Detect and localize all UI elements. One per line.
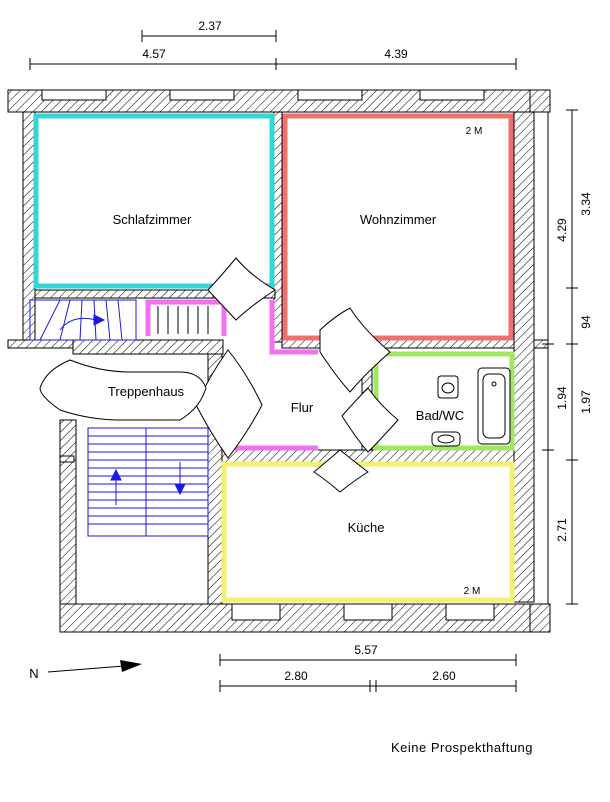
dim-right-outer-3: 1.97 bbox=[579, 390, 593, 414]
room-label-kueche: Küche bbox=[348, 520, 385, 535]
dimension-lines bbox=[29, 30, 578, 692]
marker-wohnzimmer: 2 M bbox=[466, 126, 483, 137]
room-label-bad: Bad/WC bbox=[416, 408, 464, 423]
stair-arrows bbox=[59, 314, 186, 505]
staircase bbox=[29, 299, 209, 537]
wohnzimmer-outline bbox=[282, 113, 514, 341]
dim-top-partial: 2.37 bbox=[198, 19, 222, 33]
dim-right-inner-1: 4.29 bbox=[555, 218, 569, 242]
north-label: N bbox=[29, 666, 38, 681]
washbasin-icon bbox=[437, 375, 459, 399]
room-label-schlafzimmer: Schlafzimmer bbox=[113, 212, 192, 227]
room-label-flur: Flur bbox=[291, 400, 314, 415]
schlafzimmer-outline bbox=[33, 113, 275, 289]
bathtub-icon bbox=[477, 367, 511, 445]
dim-bottom-right: 2.60 bbox=[432, 669, 456, 683]
dim-right-inner-3: 2.71 bbox=[555, 518, 569, 542]
dim-bottom-left: 2.80 bbox=[284, 669, 308, 683]
outer-walls bbox=[7, 89, 551, 633]
dim-bottom-total: 5.57 bbox=[354, 643, 378, 657]
windows bbox=[41, 89, 495, 621]
room-label-wohnzimmer: Wohnzimmer bbox=[360, 212, 437, 227]
door-swings bbox=[39, 257, 399, 493]
toilet-icon bbox=[431, 431, 461, 447]
marker-kueche: 2 M bbox=[464, 586, 481, 597]
disclaimer-text: Keine Prospekthaftung bbox=[391, 740, 533, 755]
dim-right-inner-2: 1.94 bbox=[555, 386, 569, 410]
dim-right-outer-1: 3.34 bbox=[579, 192, 593, 216]
kueche-outline bbox=[221, 461, 515, 603]
north-arrow-icon bbox=[47, 660, 142, 673]
dim-top-left: 4.57 bbox=[142, 47, 166, 61]
flur-stair-outline bbox=[145, 299, 227, 336]
room-label-treppenhaus: Treppenhaus bbox=[108, 384, 185, 399]
dim-top-right: 4.39 bbox=[384, 47, 408, 61]
dim-right-outer-2: 94 bbox=[579, 315, 593, 329]
flur-steps bbox=[157, 306, 209, 334]
